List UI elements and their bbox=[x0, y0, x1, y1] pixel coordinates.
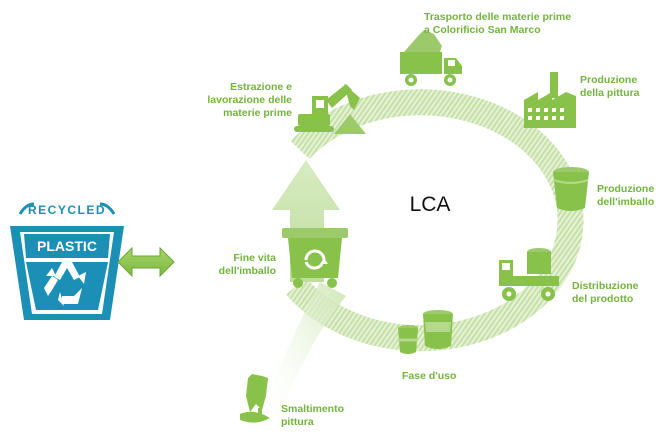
double-arrow-icon bbox=[117, 246, 175, 278]
paint-line2: della pittura bbox=[580, 87, 640, 99]
delivery-truck-icon bbox=[499, 248, 559, 301]
transport-line1: Trasporto delle materie prime bbox=[424, 11, 571, 23]
packaging-line1: Produzione bbox=[597, 183, 654, 195]
bucket-icon bbox=[553, 167, 589, 211]
stage-label-paint: Produzione della pittura bbox=[580, 74, 640, 99]
disposal-flow-tail bbox=[262, 282, 346, 412]
stage-label-disposal: Smaltimento pittura bbox=[281, 403, 344, 428]
center-label: LCA bbox=[410, 193, 451, 216]
extraction-line1: Estrazione e bbox=[230, 81, 292, 93]
stage-label-extraction: Estrazione e lavorazione delle materie p… bbox=[207, 81, 292, 119]
paint-cans-icon bbox=[398, 310, 453, 354]
excavator-icon bbox=[294, 84, 366, 134]
packaging-line2: dell'imballo bbox=[597, 196, 654, 208]
stage-label-distribution: Distribuzione del prodotto bbox=[572, 280, 639, 305]
transport-line2: a Colorificio San Marco bbox=[424, 24, 541, 36]
truck-icon bbox=[400, 30, 462, 86]
extraction-line2: lavorazione delle bbox=[207, 94, 292, 106]
lca-cycle-ring bbox=[286, 89, 584, 352]
recycled-plastic-badge: RECYCLED PLASTIC bbox=[10, 202, 124, 320]
end-of-life-line2: dell'imballo bbox=[219, 265, 276, 277]
paint-line1: Produzione bbox=[580, 74, 637, 86]
use-line1: Fase d'uso bbox=[402, 370, 456, 382]
badge-label: PLASTIC bbox=[37, 238, 97, 254]
distribution-line1: Distribuzione bbox=[572, 280, 639, 292]
recycle-symbol-icon bbox=[44, 262, 86, 306]
stage-label-end-of-life: Fine vita dell'imballo bbox=[219, 252, 276, 277]
stage-label-transport: Trasporto delle materie prime a Colorifi… bbox=[424, 11, 571, 36]
extraction-line3: materie prime bbox=[223, 107, 292, 119]
disposal-line1: Smaltimento bbox=[281, 403, 344, 415]
recycle-bin-icon bbox=[282, 228, 348, 288]
badge-top-text: RECYCLED bbox=[28, 203, 106, 217]
stage-label-use: Fase d'uso bbox=[402, 370, 456, 382]
stage-label-packaging: Produzione dell'imballo bbox=[597, 183, 654, 208]
factory-icon bbox=[524, 72, 576, 128]
paint-spill-icon bbox=[240, 374, 270, 423]
disposal-line2: pittura bbox=[281, 416, 314, 428]
distribution-line2: del prodotto bbox=[572, 293, 633, 305]
end-of-life-line1: Fine vita bbox=[233, 252, 276, 264]
